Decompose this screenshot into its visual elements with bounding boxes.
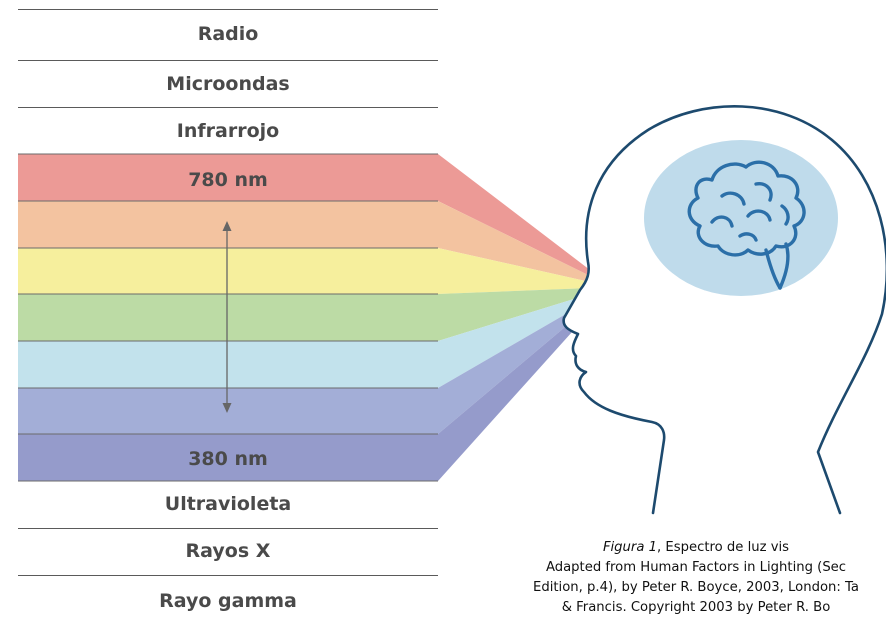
brain-icon bbox=[644, 140, 838, 296]
caption-line-3: Edition, p.4), by Peter R. Boyce, 2003, … bbox=[486, 578, 886, 598]
label-rayos-x: Rayos X bbox=[18, 542, 438, 561]
label-780nm: 780 nm bbox=[18, 171, 438, 190]
caption-figure-label: Figura 1 bbox=[603, 540, 657, 555]
label-ultravioleta: Ultravioleta bbox=[18, 495, 438, 514]
figure-caption: Figura 1, Espectro de luz vis Adapted fr… bbox=[486, 538, 886, 618]
label-rayo-gamma: Rayo gamma bbox=[18, 592, 438, 611]
label-380nm: 380 nm bbox=[18, 450, 438, 469]
caption-line-4: & Francis. Copyright 2003 by Peter R. Bo bbox=[486, 598, 886, 618]
caption-title: , Espectro de luz vis bbox=[657, 540, 789, 555]
caption-line-2: Adapted from Human Factors in Lighting (… bbox=[486, 558, 886, 578]
label-microondas: Microondas bbox=[18, 75, 438, 94]
caption-line-1: Figura 1, Espectro de luz vis bbox=[486, 538, 886, 558]
visible-spectrum-bands bbox=[18, 154, 590, 481]
label-infrarrojo: Infrarrojo bbox=[18, 122, 438, 141]
label-radio: Radio bbox=[18, 25, 438, 44]
